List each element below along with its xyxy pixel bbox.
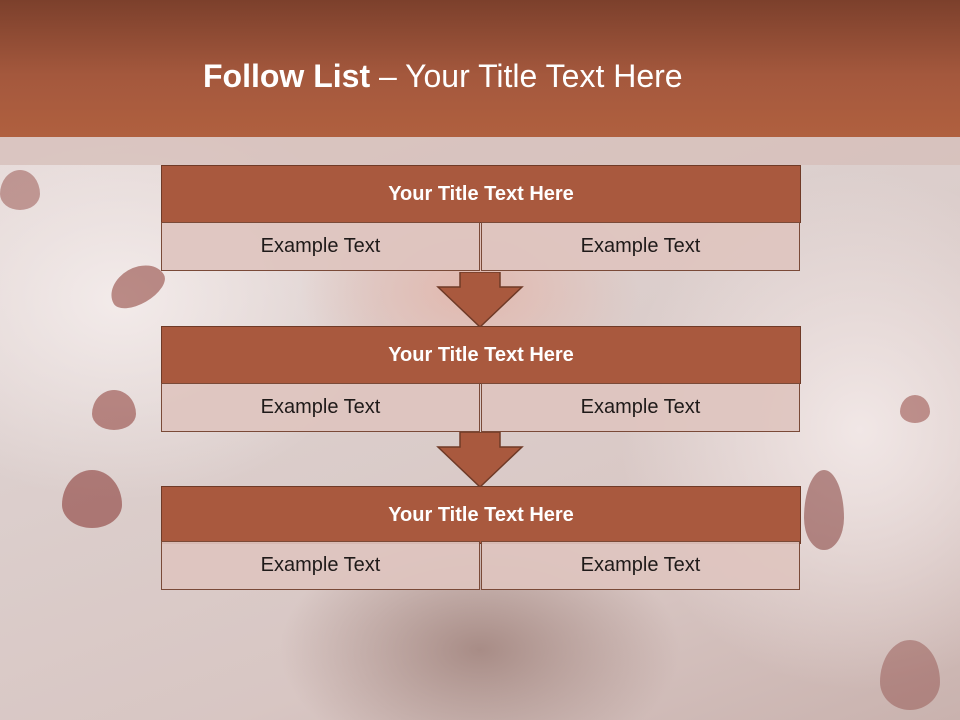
rose-petal <box>92 390 136 430</box>
rose-petal <box>804 470 844 550</box>
header-divider-band <box>0 137 960 165</box>
block-1-left-cell[interactable]: Example Text <box>161 222 480 271</box>
block-1-right-cell[interactable]: Example Text <box>481 222 800 271</box>
slide-title-rest: – Your Title Text Here <box>370 58 683 94</box>
title-header-bar <box>0 0 960 137</box>
slide-title[interactable]: Follow List – Your Title Text Here <box>203 56 683 96</box>
rose-petal <box>62 470 122 528</box>
block-title-3[interactable]: Your Title Text Here <box>161 486 801 544</box>
block-3-left-cell[interactable]: Example Text <box>161 541 480 590</box>
block-3-right-cell[interactable]: Example Text <box>481 541 800 590</box>
block-2-right-cell[interactable]: Example Text <box>481 383 800 432</box>
rose-petal <box>900 395 930 423</box>
rose-petal <box>0 170 40 210</box>
down-arrow-icon <box>436 272 524 328</box>
rose-petal <box>880 640 940 710</box>
down-arrow-icon <box>436 432 524 488</box>
block-title-2[interactable]: Your Title Text Here <box>161 326 801 384</box>
block-title-1[interactable]: Your Title Text Here <box>161 165 801 223</box>
block-2-left-cell[interactable]: Example Text <box>161 383 480 432</box>
slide-title-bold: Follow List <box>203 58 371 94</box>
